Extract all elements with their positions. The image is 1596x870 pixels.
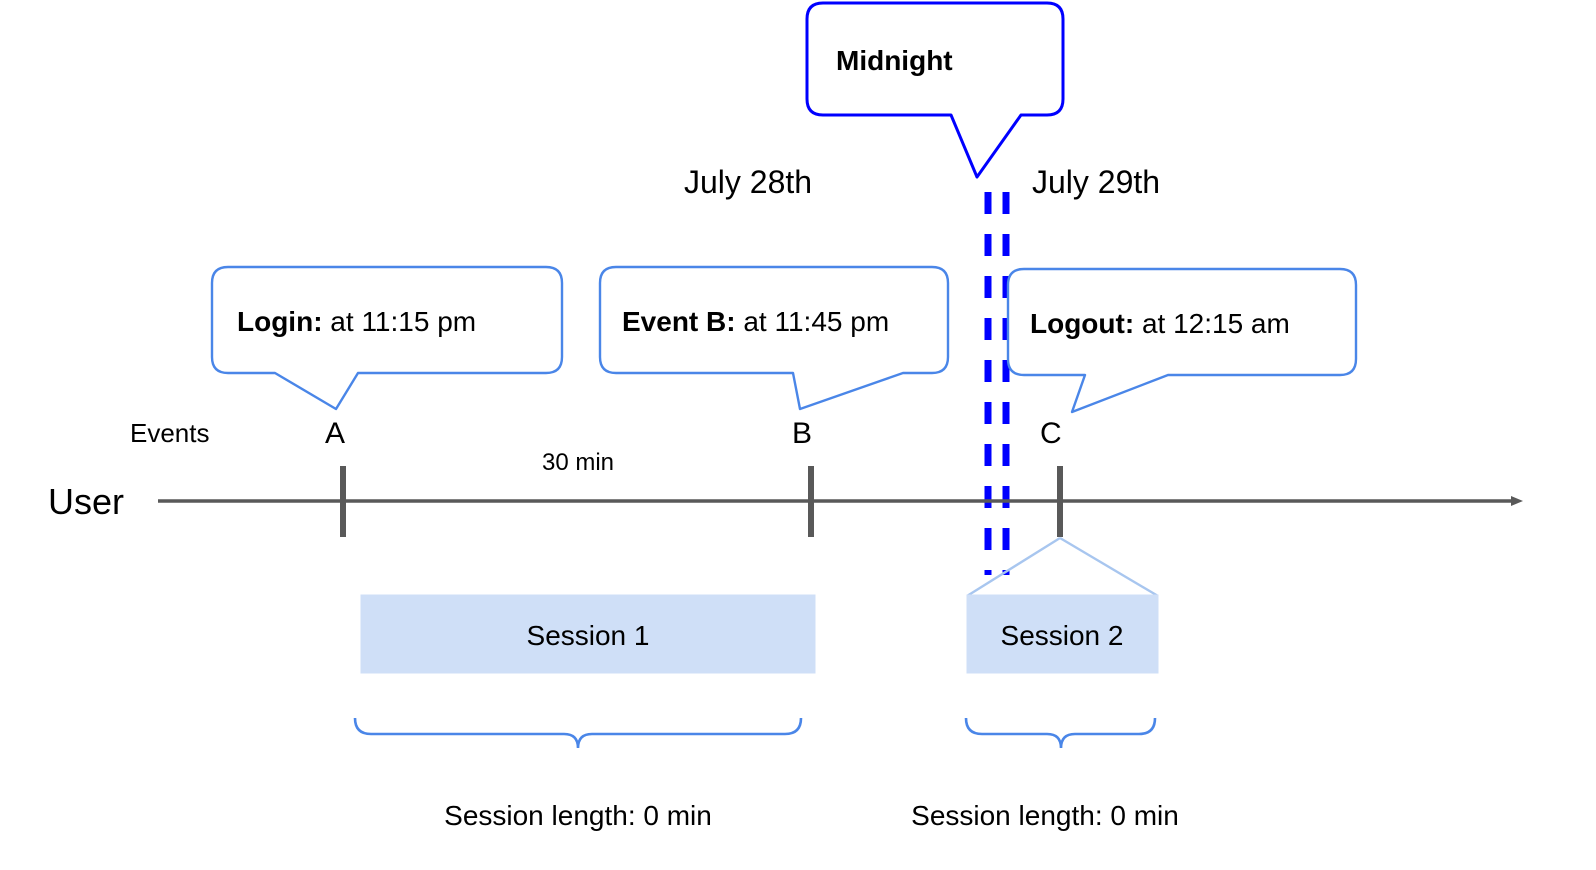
callout-login-lead: Login: xyxy=(237,306,323,337)
midnight-line-group xyxy=(984,192,1010,575)
callout-logout[interactable]: Logout: at 12:15 am xyxy=(1006,267,1358,414)
callout-event-b[interactable]: Event B: at 11:45 pm xyxy=(598,265,950,411)
row-label-events: Events xyxy=(130,418,210,448)
event-letter-b: B xyxy=(792,417,812,450)
callout-logout-rest: at 12:15 am xyxy=(1134,308,1290,339)
session-2-label: Session 2 xyxy=(1001,620,1124,651)
event-letter-a: A xyxy=(325,417,345,450)
callout-logout-bubble xyxy=(1006,267,1358,414)
date-july-28: July 28th xyxy=(684,164,812,200)
midnight-callout-bubble xyxy=(805,1,1065,179)
callout-event-b-bubble xyxy=(598,265,950,411)
callout-logout-lead: Logout: xyxy=(1030,308,1134,339)
midnight-callout[interactable]: Midnight xyxy=(805,1,1065,179)
session-2-box[interactable] xyxy=(966,594,1159,674)
session-2-guide-left xyxy=(966,536,1061,598)
session-2-guide-lines xyxy=(966,536,1159,598)
session-1-length-label: Session length: 0 min xyxy=(444,800,712,831)
callout-login-bubble xyxy=(210,265,564,411)
callout-login-label: Login: at 11:15 pm xyxy=(237,306,476,337)
callout-event-b-lead: Event B: xyxy=(622,306,736,337)
session-1-box[interactable] xyxy=(360,594,816,674)
gap-label-30-min: 30 min xyxy=(542,449,614,476)
callout-logout-label: Logout: at 12:15 am xyxy=(1030,308,1290,339)
midnight-callout-label: Midnight xyxy=(836,45,953,76)
session-2-guide-right xyxy=(1059,536,1159,598)
callout-login-rest: at 11:15 pm xyxy=(323,306,477,337)
callout-event-b-label: Event B: at 11:45 pm xyxy=(622,306,889,337)
session-1-brace xyxy=(353,717,803,749)
session-2-brace xyxy=(964,717,1157,749)
timeline-axis xyxy=(158,466,1523,537)
row-label-user: User xyxy=(48,481,124,522)
callout-event-b-rest: at 11:45 pm xyxy=(736,306,890,337)
event-letter-c: C xyxy=(1040,417,1062,450)
callout-login[interactable]: Login: at 11:15 pm xyxy=(210,265,564,411)
session-2-length-label: Session length: 0 min xyxy=(911,800,1179,831)
session-1-label: Session 1 xyxy=(527,620,650,651)
date-july-29: July 29th xyxy=(1032,164,1160,200)
